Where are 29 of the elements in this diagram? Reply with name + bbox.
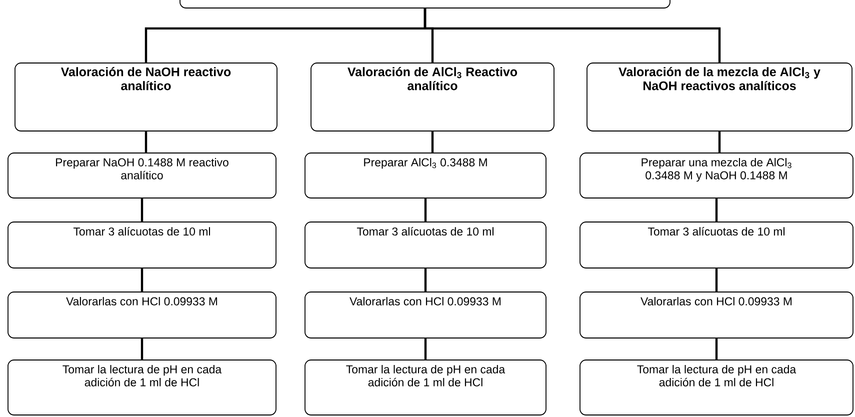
connector-line bbox=[718, 131, 721, 153]
heading-box: Valoración de la mezcla de AlCl$_{3}$ y NaOH reactivos analíticos bbox=[586, 62, 852, 132]
step-box: Tomar la lectura de pH en cada adición de 1 ml de HCl bbox=[304, 360, 546, 416]
connector-line bbox=[424, 338, 427, 360]
step-box: Tomar la lectura de pH en cada adición de 1 ml de HCl bbox=[8, 360, 276, 416]
step-box: Valorarlas con HCl 0.09933 M bbox=[580, 292, 854, 338]
step-box: Valorarlas con HCl 0.09933 M bbox=[304, 292, 546, 338]
connector-line bbox=[715, 198, 718, 222]
connector-line bbox=[144, 131, 148, 153]
connector-line bbox=[715, 268, 718, 292]
step-box: Preparar AlCl$_{3}$ 0.3488 M bbox=[304, 152, 546, 198]
connector-line bbox=[140, 198, 144, 222]
step-box: Tomar 3 alícuotas de 10 ml bbox=[580, 222, 854, 268]
step-box: Tomar 3 alícuotas de 10 ml bbox=[8, 222, 276, 268]
connector-line bbox=[424, 268, 427, 292]
step-box: Preparar una mezcla de AlCl$_{3}$ 0.3488 M y NaOH 0.1488 M bbox=[580, 152, 854, 198]
heading-box: Valoración de AlCl$_{3}$ Reactivo analítico bbox=[310, 62, 554, 132]
connector-line bbox=[424, 198, 427, 222]
box bbox=[180, 0, 670, 8]
connector-line bbox=[431, 131, 434, 153]
step-box: Tomar la lectura de pH en cada adición de 1 ml de HCl bbox=[580, 360, 854, 416]
heading-box: Valoración de NaOH reactivo analítico bbox=[14, 62, 278, 132]
connector-line bbox=[140, 338, 144, 360]
connector-line bbox=[715, 338, 718, 360]
step-box: Preparar NaOH 0.1488 M reactivo analítico bbox=[8, 152, 276, 198]
step-box: Valorarlas con HCl 0.09933 M bbox=[8, 292, 276, 338]
connector-line bbox=[140, 268, 144, 292]
connector-line bbox=[424, 8, 721, 63]
step-box: Tomar 3 alícuotas de 10 ml bbox=[304, 222, 546, 268]
